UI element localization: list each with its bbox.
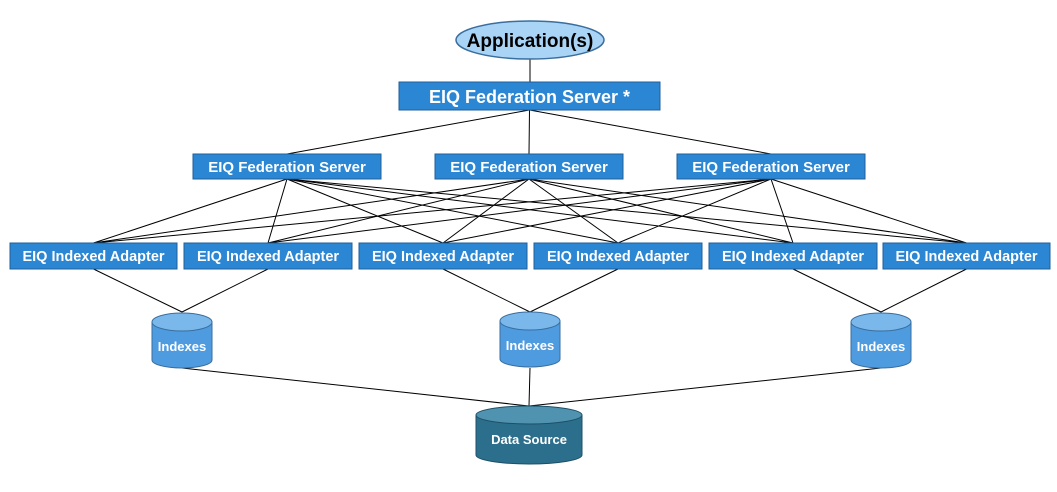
connector-line (529, 109, 772, 155)
indexed-adapter-1: EIQ Indexed Adapter (9, 242, 178, 270)
federation-server-2: EIQ Federation Server (434, 153, 624, 180)
connector-line (267, 178, 772, 244)
top-federation-server-label: EIQ Federation Server * (429, 87, 630, 107)
connector-line (442, 268, 531, 313)
connector-line (286, 178, 794, 244)
indexes-label: Indexes (506, 338, 554, 353)
connector-line (528, 178, 619, 244)
indexed-adapter-label: EIQ Indexed Adapter (372, 249, 514, 265)
connector-line (528, 367, 882, 407)
indexes-cylinder-2: Indexes (499, 311, 561, 368)
connector-line (286, 109, 530, 155)
indexed-adapter-5: EIQ Indexed Adapter (708, 242, 878, 270)
connector-line (93, 178, 288, 244)
indexes-cylinder-3: Indexes (850, 312, 912, 369)
connector-line (286, 178, 619, 244)
connector-line (181, 367, 530, 407)
indexed-adapter-6: EIQ Indexed Adapter (882, 242, 1051, 270)
connector-line (792, 268, 882, 313)
data-source-cylinder: Data Source (475, 405, 583, 465)
indexes-label: Indexes (158, 339, 206, 354)
connector-line (442, 178, 772, 244)
connector-line (770, 178, 794, 244)
indexed-adapter-label: EIQ Indexed Adapter (547, 249, 689, 265)
application-label: Application(s) (467, 31, 594, 52)
application-node: Application(s) (455, 20, 605, 60)
indexed-adapter-label: EIQ Indexed Adapter (22, 249, 164, 265)
federation-server-label: EIQ Federation Server (692, 159, 850, 176)
connector-line (528, 178, 967, 244)
connector-line (93, 178, 530, 244)
connector-line (528, 367, 531, 407)
connector-line (528, 109, 530, 155)
connector-line (286, 178, 967, 244)
data-source-label: Data Source (491, 432, 567, 447)
indexed-adapter-3: EIQ Indexed Adapter (358, 242, 528, 270)
connector-line (267, 178, 530, 244)
indexed-adapter-label: EIQ Indexed Adapter (722, 249, 864, 265)
connector-line (181, 268, 269, 313)
indexed-adapter-label: EIQ Indexed Adapter (197, 249, 339, 265)
connector-line (770, 178, 967, 244)
connector-line (880, 268, 967, 313)
federation-server-label: EIQ Federation Server (208, 159, 366, 176)
indexes-cylinder-1: Indexes (151, 312, 213, 369)
federation-server-3: EIQ Federation Server (676, 153, 866, 180)
connector-line (442, 178, 530, 244)
connector-line (93, 178, 772, 244)
indexed-adapter-label: EIQ Indexed Adapter (895, 249, 1037, 265)
federation-server-1: EIQ Federation Server (192, 153, 382, 180)
connector-line (286, 178, 444, 244)
top-federation-server: EIQ Federation Server * (398, 81, 661, 111)
indexed-adapter-2: EIQ Indexed Adapter (183, 242, 353, 270)
connector-line (267, 178, 288, 244)
connector-line (528, 178, 794, 244)
indexes-label: Indexes (857, 339, 905, 354)
connector-lines (93, 59, 967, 407)
federation-server-label: EIQ Federation Server (450, 159, 608, 176)
indexed-adapter-4: EIQ Indexed Adapter (533, 242, 703, 270)
connector-line (617, 178, 772, 244)
connector-line (93, 268, 183, 313)
connector-line (529, 268, 619, 313)
